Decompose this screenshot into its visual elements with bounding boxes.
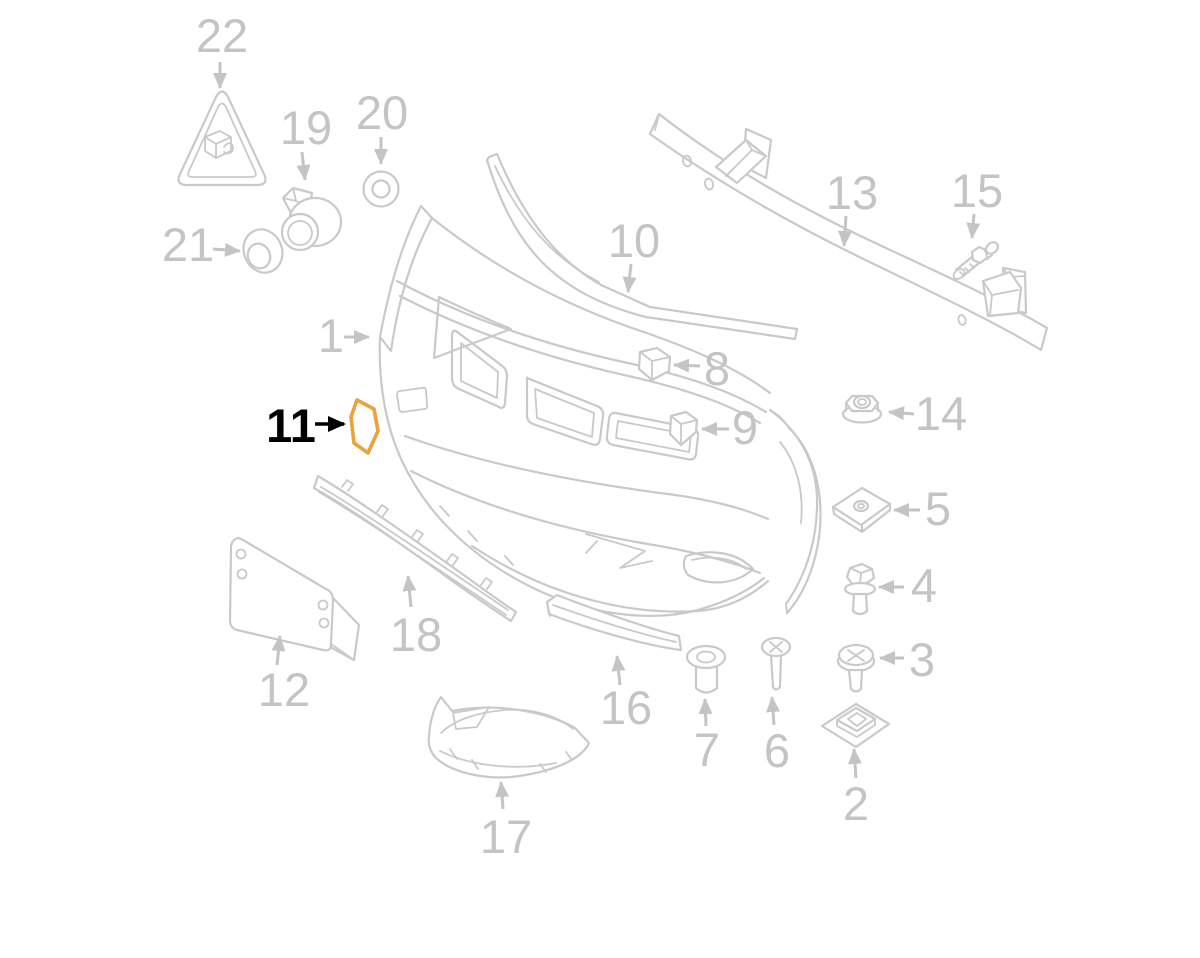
callout-arrows [212,62,981,810]
reinforcement-bar-drawing [648,112,1049,352]
license-plate-bracket-drawing [228,536,361,662]
callout-label-4: 4 [911,559,937,612]
callout-label-8: 8 [704,342,730,395]
clip-5-drawing [831,486,892,534]
screw-6-drawing [760,636,792,691]
grommet-drawing [362,170,400,208]
hex-bolt-4-drawing [843,562,877,616]
callout-arrow-2 [848,748,863,779]
stud-bolt-drawing [952,241,1000,280]
tow-eye-cover-highlighted [349,398,380,455]
callout-label-13: 13 [826,166,878,219]
callout-arrow-7 [698,698,713,727]
lower-cover-drawing [427,695,591,779]
callout-label-3: 3 [909,633,935,686]
trim-strip-drawing [485,152,799,341]
callout-arrow-16 [611,655,626,686]
callout-arrow-14 [888,406,915,421]
lower-grille-drawing [312,474,518,623]
callout-label-18: 18 [390,608,442,661]
callout-labels: 22 19 20 21 1 10 13 15 8 9 14 5 4 3 18 1… [162,9,1003,863]
callout-label-12: 12 [258,663,310,716]
callout-arrow-15 [966,213,981,239]
callout-label-7: 7 [694,723,720,776]
callout-label-22: 22 [196,9,248,62]
screw-3-drawing [836,643,876,693]
clip-2-drawing [820,702,891,749]
warning-triangle-drawing [177,90,267,187]
cap-9-drawing [668,410,699,447]
callout-label-1: 1 [318,309,344,362]
callout-arrow-12 [271,635,286,666]
callout-arrow-17 [495,781,510,810]
callout-label-5: 5 [925,482,951,535]
bumper-cover-drawing [378,204,822,617]
callout-label-19: 19 [280,101,332,154]
callout-label-10: 10 [608,214,660,267]
callout-label-14: 14 [915,387,967,440]
callout-arrow-18 [402,575,417,608]
callout-label-15: 15 [951,164,1003,217]
callout-label-16: 16 [600,681,652,734]
callout-arrow-21 [212,242,241,257]
callout-label-11-highlighted: 11 [266,399,316,452]
callout-arrow-10 [622,263,637,293]
callout-label-20: 20 [356,86,408,139]
callout-label-2: 2 [843,777,869,830]
callout-arrow-8 [673,358,701,373]
callout-label-6: 6 [764,724,790,777]
expanding-rivet-7-drawing [685,644,727,694]
pdc-sensor-drawing [280,186,343,252]
cap-8-drawing [637,346,672,382]
callout-label-21: 21 [162,218,214,271]
callout-label-17: 17 [480,810,532,863]
seal-ring-drawing [242,228,284,274]
flange-nut-drawing [841,394,883,424]
callout-arrow-19 [296,151,311,181]
callout-arrow-13 [838,215,852,247]
lower-trim-drawing [545,593,683,652]
callout-arrow-6 [766,696,781,726]
callout-label-9: 9 [732,401,758,454]
